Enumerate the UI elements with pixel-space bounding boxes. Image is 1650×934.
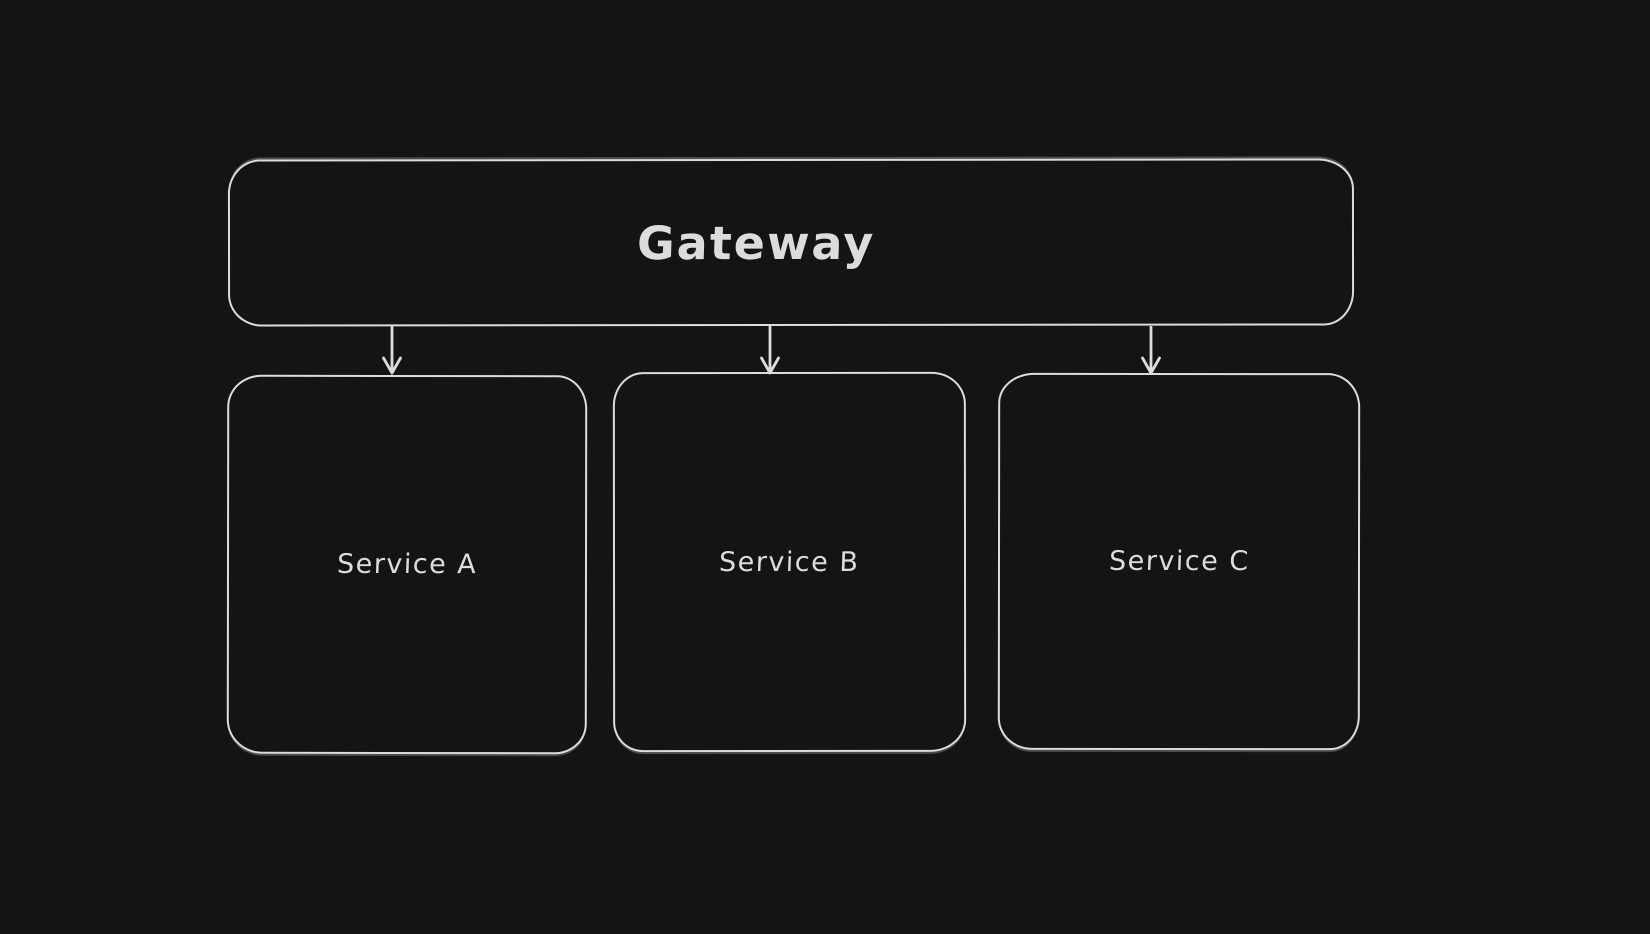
arrow-down-icon bbox=[1141, 326, 1161, 375]
arrow-gateway-to-service-a[interactable] bbox=[380, 326, 404, 378]
arrow-gateway-to-service-c[interactable] bbox=[1139, 326, 1163, 378]
node-service-a[interactable]: Service A bbox=[226, 374, 588, 755]
arrow-down-icon bbox=[382, 326, 402, 375]
node-gateway-label: Gateway bbox=[636, 215, 876, 270]
node-service-c[interactable]: Service C bbox=[997, 372, 1361, 751]
node-service-b-label: Service B bbox=[718, 546, 861, 578]
node-service-b[interactable]: Service B bbox=[612, 371, 967, 753]
node-service-c-label: Service C bbox=[1108, 545, 1250, 578]
node-service-a-label: Service A bbox=[336, 548, 478, 581]
node-gateway[interactable]: Gateway bbox=[227, 158, 1355, 327]
arrow-down-icon bbox=[760, 326, 780, 375]
arrow-gateway-to-service-b[interactable] bbox=[758, 326, 782, 378]
